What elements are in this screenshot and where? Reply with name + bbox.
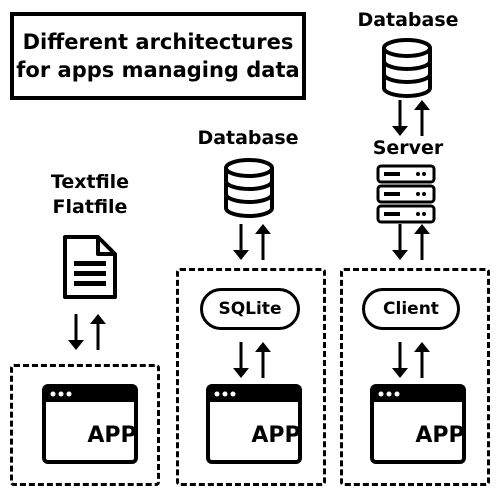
app-window-icon — [370, 384, 466, 464]
flatfile-label: Flatfile — [52, 196, 128, 218]
data-flow-arrows-icon — [68, 314, 106, 350]
sqlite-label: SQLite — [218, 299, 282, 319]
data-flow-arrows-icon — [233, 342, 271, 378]
database-label: Database — [357, 9, 459, 31]
client-pill: Client — [362, 288, 460, 330]
title-box: Different architectures for apps managin… — [10, 12, 306, 100]
server-icon — [376, 164, 436, 224]
document-icon — [63, 235, 117, 299]
title-line-2: for apps managing data — [16, 58, 300, 82]
textfile-label: Textfile — [50, 171, 130, 193]
app-label: APP — [251, 423, 301, 448]
database-icon — [224, 158, 274, 218]
data-flow-arrows-icon — [392, 224, 430, 260]
data-flow-arrows-icon — [392, 100, 430, 136]
app-container-dashed — [10, 364, 160, 486]
client-container-dashed — [340, 268, 490, 486]
app-window-icon — [42, 384, 138, 464]
sqlite-container-dashed — [176, 268, 326, 486]
server-label: Server — [372, 137, 444, 159]
sqlite-pill: SQLite — [200, 288, 300, 330]
database-icon — [382, 38, 432, 98]
data-flow-arrows-icon — [233, 224, 271, 260]
title-line-1: Different architectures — [22, 30, 294, 54]
app-label: APP — [87, 423, 137, 448]
data-flow-arrows-icon — [392, 342, 430, 378]
client-label: Client — [383, 299, 439, 319]
database-label: Database — [197, 127, 299, 149]
app-window-icon — [206, 384, 302, 464]
app-label: APP — [415, 423, 465, 448]
